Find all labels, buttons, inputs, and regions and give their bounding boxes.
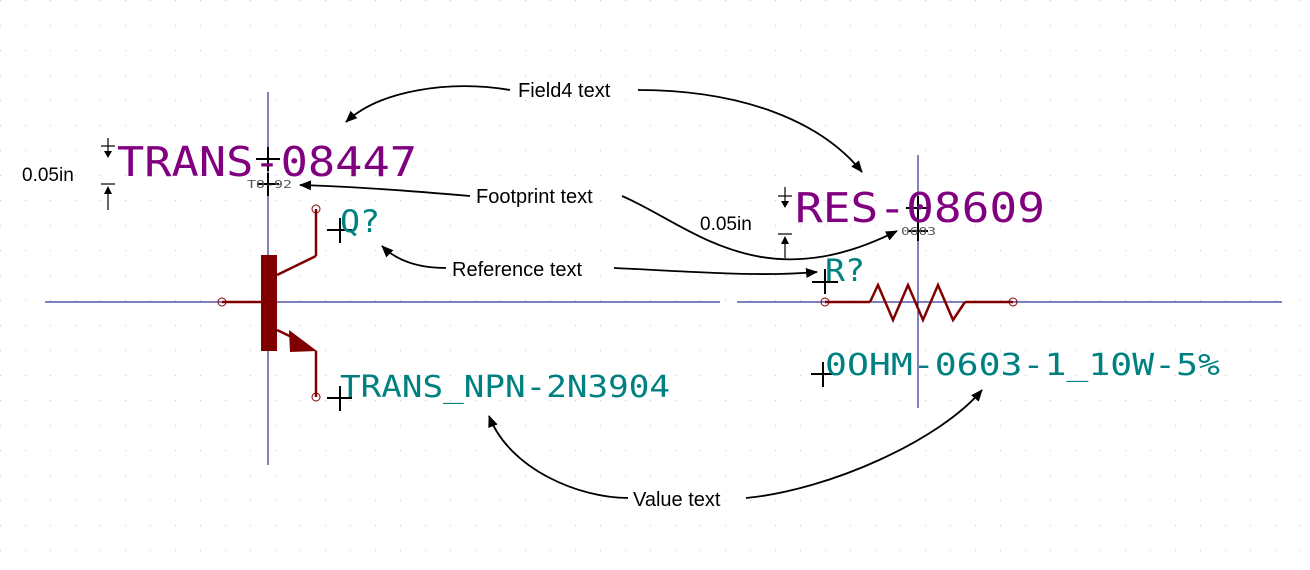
arrow-footprint-right (621, 195, 898, 261)
annotation-value-label: Value text (633, 489, 721, 511)
cross-resistor-field4 (906, 196, 930, 220)
dimension-right (778, 187, 792, 258)
emitter-pin-dot[interactable] (311, 392, 321, 402)
dim-left-bottom-arrow (104, 186, 112, 194)
resistor-value-text[interactable]: 0OHM-0603-1_10W-5% (825, 348, 1220, 383)
cross-transistor-value (327, 386, 352, 411)
cross-transistor-reference (327, 218, 352, 243)
cross-resistor-footprint (908, 222, 928, 241)
cross-resistor-value (811, 362, 836, 387)
arrow-footprint-left (299, 180, 471, 197)
arrow-field4-left (345, 85, 511, 123)
annotation-footprint-label: Footprint text (476, 186, 593, 208)
base-pin-dot[interactable] (217, 297, 227, 307)
cross-resistor-reference (812, 269, 838, 294)
collector-pin-dot[interactable] (311, 204, 321, 214)
transistor-symbol[interactable] (217, 204, 321, 402)
transistor-base-bar (261, 255, 277, 351)
dim-right-label: 0.05in (700, 214, 752, 235)
cross-transistor-field4 (256, 147, 280, 171)
dim-left-top-arrow (104, 151, 112, 158)
collector-diagonal (276, 254, 317, 277)
cross-transistor-footprint (257, 173, 279, 196)
resistor-field4-text[interactable]: RES-08609 (795, 184, 1045, 232)
arrow-reference-left (381, 245, 447, 269)
resistor-footprint-text[interactable]: 0603 (901, 225, 936, 238)
dim-right-bottom-arrow (781, 236, 789, 244)
dim-right-top-arrow (781, 201, 789, 208)
transistor-reference-text[interactable]: Q? (340, 204, 380, 240)
transistor-field4-text[interactable]: TRANS-08447 (117, 138, 417, 186)
dimension-left (101, 138, 115, 210)
transistor-value-text[interactable]: TRANS_NPN-2N3904 (340, 370, 670, 405)
resistor-zigzag (868, 281, 967, 324)
anchor-crosses (256, 147, 930, 411)
emitter-arrow (289, 330, 317, 352)
resistor-symbol[interactable] (820, 281, 1018, 324)
arrow-reference-right (613, 267, 818, 278)
resistor-pin1-dot[interactable] (820, 297, 830, 307)
resistor-reference-text[interactable]: R? (825, 253, 865, 289)
annotation-reference-label: Reference text (452, 259, 583, 281)
resistor-pin2-dot[interactable] (1008, 297, 1018, 307)
arrow-value-left (488, 415, 629, 499)
annotation-arrows (299, 85, 983, 499)
dim-left-label: 0.05in (22, 165, 74, 186)
arrow-value-right (745, 389, 983, 499)
arrow-field4-right (637, 89, 863, 173)
annotation-field4-label: Field4 text (518, 80, 611, 102)
transistor-footprint-text[interactable]: TO-92 (247, 178, 292, 191)
